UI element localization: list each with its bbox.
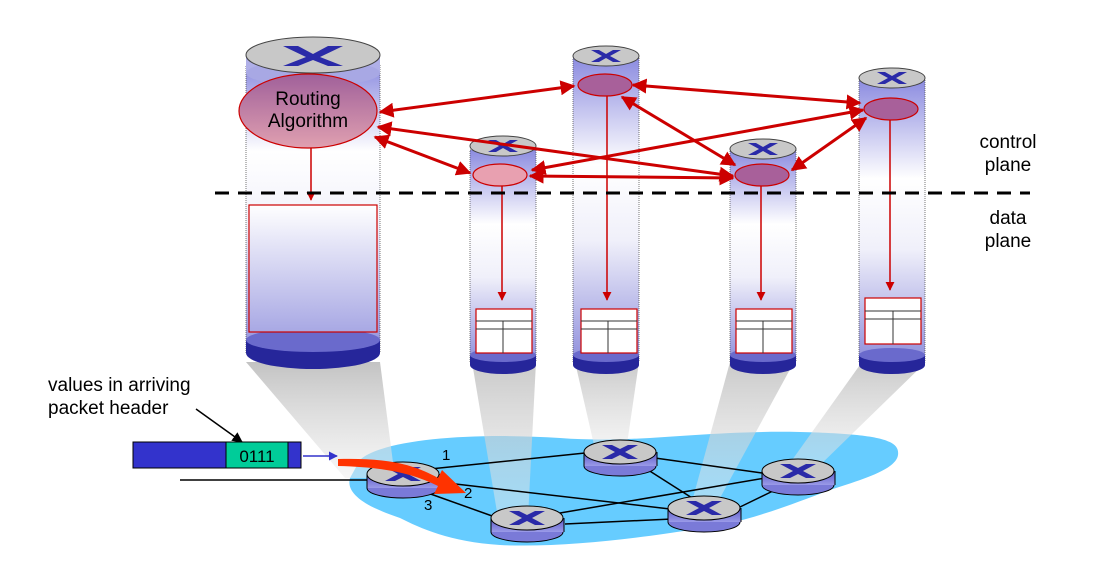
router-column-a: Routing Algorithm — [238, 36, 381, 369]
network-links — [180, 452, 776, 525]
router-x-icon — [877, 72, 907, 84]
flow-table — [475, 308, 533, 354]
packet-caption-1: values in arriving — [48, 375, 191, 396]
router-x-icon — [686, 501, 722, 515]
control-agent-ellipse — [577, 73, 633, 97]
forwarding-table-empty — [248, 204, 378, 333]
network-cloud — [349, 431, 899, 546]
control-agent-ellipse — [734, 163, 790, 187]
control-plane-label-1: control — [979, 132, 1036, 153]
physical-router-b — [490, 505, 565, 543]
routing-algorithm-label-2: Algorithm — [268, 111, 348, 132]
physical-router-d — [667, 495, 742, 533]
router-column-c — [572, 45, 640, 374]
router-x-icon — [283, 46, 343, 66]
router-x-icon — [591, 50, 621, 62]
port-3-label: 3 — [424, 497, 432, 514]
caption-pointer — [195, 408, 243, 443]
data-plane-label-2: plane — [985, 231, 1032, 252]
router-x-icon — [602, 445, 638, 459]
arriving-packet: 0111 — [132, 441, 338, 469]
physical-router-c — [583, 439, 658, 477]
routing-algorithm-ellipse — [238, 73, 378, 149]
port-2-label: 2 — [464, 485, 472, 502]
control-agent-ellipse — [863, 97, 919, 121]
flow-table — [735, 308, 793, 354]
projection-beams — [246, 362, 926, 518]
control-messages — [373, 78, 868, 186]
forwarding-arrow — [338, 458, 466, 494]
flow-table — [580, 308, 638, 354]
packet-header-field — [225, 441, 289, 469]
beam-c — [575, 362, 639, 458]
packet-caption-2: packet header — [48, 398, 169, 419]
router-x-icon — [509, 511, 545, 525]
beam-e — [785, 362, 926, 470]
physical-router-e — [761, 458, 836, 496]
routing-algorithm-label-1: Routing — [275, 89, 341, 110]
beam-b — [472, 362, 536, 518]
flow-table — [864, 297, 922, 345]
router-x-icon — [780, 464, 816, 478]
router-column-e — [858, 67, 926, 374]
data-plane-label-1: data — [990, 208, 1027, 229]
beam-a — [246, 362, 395, 478]
beam-d — [693, 362, 794, 498]
router-column-d — [729, 138, 797, 374]
header-value: 0111 — [239, 447, 274, 466]
control-agent-ellipse — [472, 163, 528, 187]
port-1-label: 1 — [442, 447, 450, 464]
control-plane-label-2: plane — [985, 155, 1032, 176]
router-column-b — [469, 135, 537, 374]
